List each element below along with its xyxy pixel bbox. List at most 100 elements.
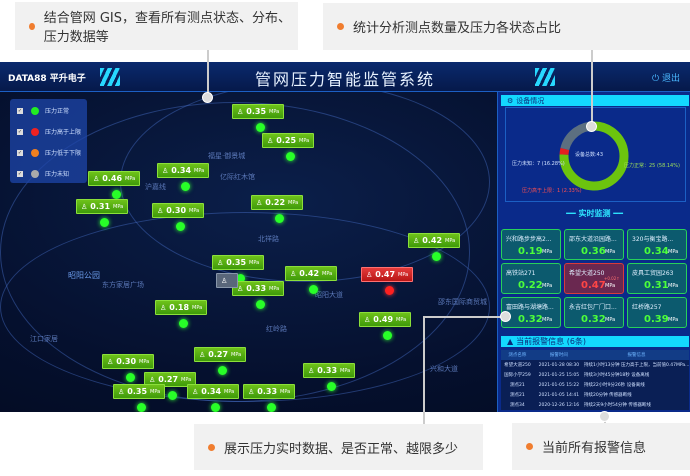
marker-unit: MPa — [396, 316, 407, 323]
marker-dot[interactable] — [327, 382, 336, 391]
marker-unit: MPa — [269, 108, 280, 115]
marker-dot[interactable] — [275, 214, 284, 223]
table-cell: 测点34 — [501, 400, 534, 410]
marker-dot[interactable] — [168, 391, 177, 400]
marker-value: 0.34 — [171, 166, 192, 175]
station-icon: ♙ — [237, 284, 244, 293]
marker-dot[interactable] — [256, 123, 265, 132]
station-name: 红桥路257 — [632, 304, 662, 311]
marker-value: 0.46 — [102, 174, 123, 183]
station-icon: ♙ — [93, 174, 100, 183]
marker-dot[interactable] — [432, 252, 441, 261]
donut-slice[interactable] — [559, 147, 570, 155]
legend-item-high[interactable]: ✓ 压力高于上限 — [10, 122, 87, 141]
map-place-label: 福星·御景城 — [208, 152, 246, 160]
header: DATA88 平升电子 管网压力智能监管系统 ⏻ 退出 — [0, 62, 690, 92]
marker-dot[interactable] — [218, 366, 227, 375]
map-place-label: 东方家居广场 — [102, 281, 144, 289]
delta-value: +0.02↑ — [604, 276, 620, 281]
marker-dot[interactable] — [236, 274, 245, 283]
column-header: 报警时间 — [533, 350, 584, 360]
marker-dot[interactable] — [211, 403, 220, 412]
marker-dot[interactable] — [309, 285, 318, 294]
marker-dot[interactable] — [100, 218, 109, 227]
unit: MPa — [605, 249, 616, 255]
checkbox[interactable]: ✓ — [17, 107, 23, 114]
table-cell: 持续2天9小时54分钟 传感器断线 — [583, 400, 689, 410]
marker-dot[interactable] — [176, 222, 185, 231]
marker-dot[interactable] — [383, 331, 392, 340]
legend-label: 压力高于上限 — [45, 129, 82, 136]
checkbox[interactable]: ✓ — [17, 128, 23, 135]
gear-icon: ⚙ — [507, 96, 514, 105]
checkbox[interactable]: ✓ — [17, 149, 23, 156]
connector-pin — [599, 411, 610, 422]
pressure-marker-unknown[interactable]: ♙ — [216, 273, 238, 288]
donut-slice[interactable] — [559, 121, 629, 191]
marker-unit: MPa — [181, 376, 192, 383]
station-name: 高铁站271 — [506, 270, 536, 277]
marker-value: 0.33 — [257, 387, 278, 396]
station-icon: ♙ — [248, 387, 255, 396]
table-cell: 2021-01-25 15:05 — [533, 370, 584, 380]
station-name: 富田路与湖塘路... — [506, 304, 554, 311]
legend-item-normal[interactable]: ✓压力正常 — [10, 101, 87, 120]
unit: MPa — [542, 283, 553, 289]
exit-button[interactable]: ⏻ 退出 — [652, 71, 680, 84]
marker-dot[interactable] — [385, 286, 394, 295]
marker-value: 0.18 — [169, 303, 190, 312]
donut-total: 设备总数:43 — [575, 152, 604, 158]
marker-dot[interactable] — [181, 182, 190, 191]
marker-dot[interactable] — [179, 319, 188, 328]
checkbox[interactable]: ✓ — [17, 170, 23, 177]
legend-item-unknown[interactable]: ✓压力未知 — [10, 164, 87, 183]
marker-dot[interactable] — [267, 403, 276, 412]
device-section-header: ⚙设备情况 — [501, 95, 689, 106]
marker-dot[interactable] — [137, 403, 146, 412]
marker-dot[interactable] — [112, 190, 121, 199]
marker-dot[interactable] — [256, 300, 265, 309]
table-cell: 国际小学259 — [501, 370, 534, 380]
marker-dot[interactable] — [286, 152, 295, 161]
marker-dot[interactable] — [126, 373, 135, 382]
marker-unit: MPa — [445, 237, 456, 244]
callout-alarms: 当前所有报警信息 — [512, 423, 690, 470]
legend-item-low[interactable]: ✓压力低于下限 — [10, 143, 87, 162]
marker-value: 0.47 — [375, 270, 396, 279]
